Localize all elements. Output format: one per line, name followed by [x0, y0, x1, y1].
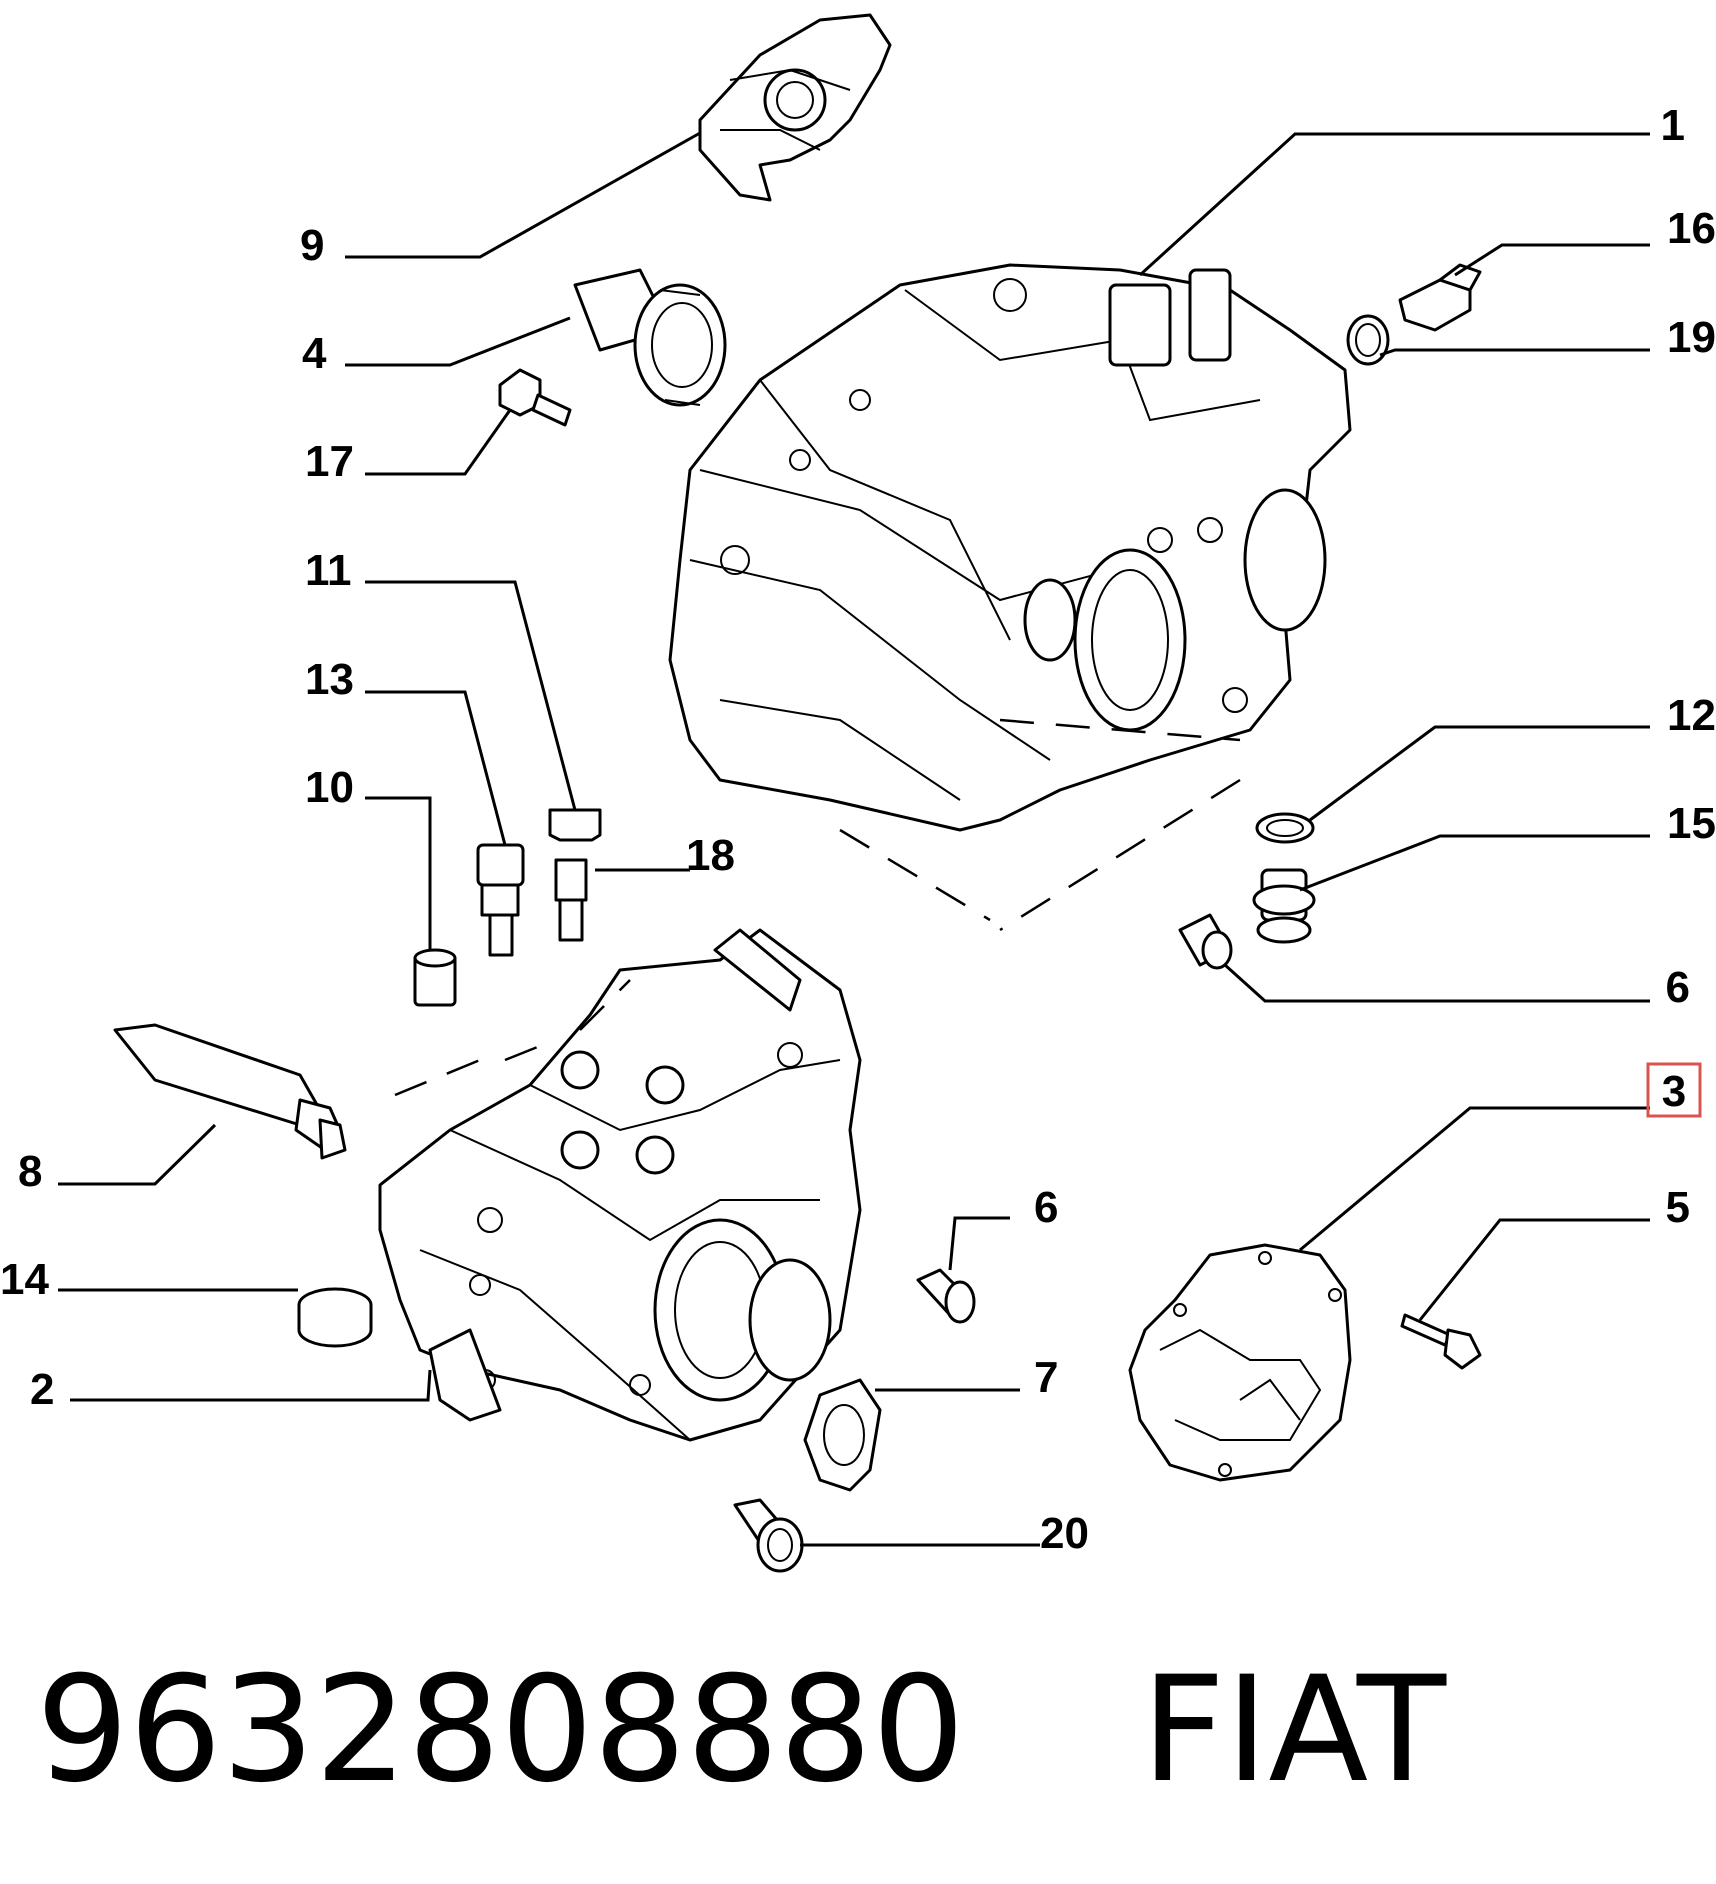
part-2-gearbox-casing	[378, 928, 862, 1442]
callout-20: 20	[1040, 1509, 1089, 1558]
callout-6-upper: 6	[1666, 963, 1690, 1012]
callout-10: 10	[305, 763, 354, 812]
callout-labels: 1 16 19 9 4 17 11 13 10 18 12 15 6 3 8 6…	[0, 101, 1716, 1558]
leader-lines	[58, 131, 1650, 1547]
part-4-release-bearing	[573, 268, 727, 407]
callout-9: 9	[300, 221, 324, 270]
callout-13: 13	[305, 655, 354, 704]
part-7-seal-plate	[803, 1378, 882, 1492]
part-9-bearing-guard	[698, 13, 892, 202]
part-6-dowel-lower	[916, 1268, 976, 1324]
callout-18: 18	[686, 831, 735, 880]
callout-6-lower: 6	[1034, 1183, 1058, 1232]
callout-2: 2	[30, 1365, 54, 1414]
part-16-plug	[1398, 263, 1482, 332]
callout-8: 8	[18, 1147, 42, 1196]
footer-caption: 9632808880 FIAT	[36, 1640, 1446, 1820]
callout-11: 11	[305, 546, 352, 595]
part-20-ring	[733, 1498, 804, 1573]
part-3-end-cover	[1128, 1243, 1352, 1482]
part-19-washer	[1346, 314, 1390, 366]
part-14-plug-cap	[297, 1287, 373, 1348]
callout-1: 1	[1661, 101, 1685, 150]
part-17-bolt	[498, 368, 572, 427]
callout-16: 16	[1667, 204, 1716, 253]
part-1-clutch-housing	[668, 263, 1352, 932]
part-5-screw	[1400, 1313, 1482, 1370]
part-11-sensor-cap	[548, 808, 602, 842]
part-10-bush	[413, 948, 457, 1007]
callout-7: 7	[1034, 1353, 1058, 1402]
callout-4: 4	[302, 329, 327, 378]
part-number: 9632808880	[36, 1645, 965, 1815]
part-15-drain-plug	[1252, 868, 1316, 944]
callout-12: 12	[1667, 691, 1716, 740]
part-13-reverse-switch	[476, 843, 525, 957]
brand-name: FIAT	[1141, 1645, 1447, 1815]
part-18-speed-sensor	[554, 858, 588, 942]
part-8-selector-shaft	[113, 1023, 347, 1160]
callout-3: 3	[1662, 1067, 1686, 1116]
callout-5: 5	[1666, 1183, 1690, 1232]
callout-17: 17	[305, 437, 354, 486]
callout-14: 14	[0, 1255, 49, 1304]
callout-3-highlight-box	[1646, 1062, 1702, 1118]
callout-19: 19	[1667, 313, 1716, 362]
callout-15: 15	[1667, 799, 1716, 848]
part-6-dowel-upper	[1178, 913, 1233, 970]
part-12-washer	[1255, 812, 1315, 844]
